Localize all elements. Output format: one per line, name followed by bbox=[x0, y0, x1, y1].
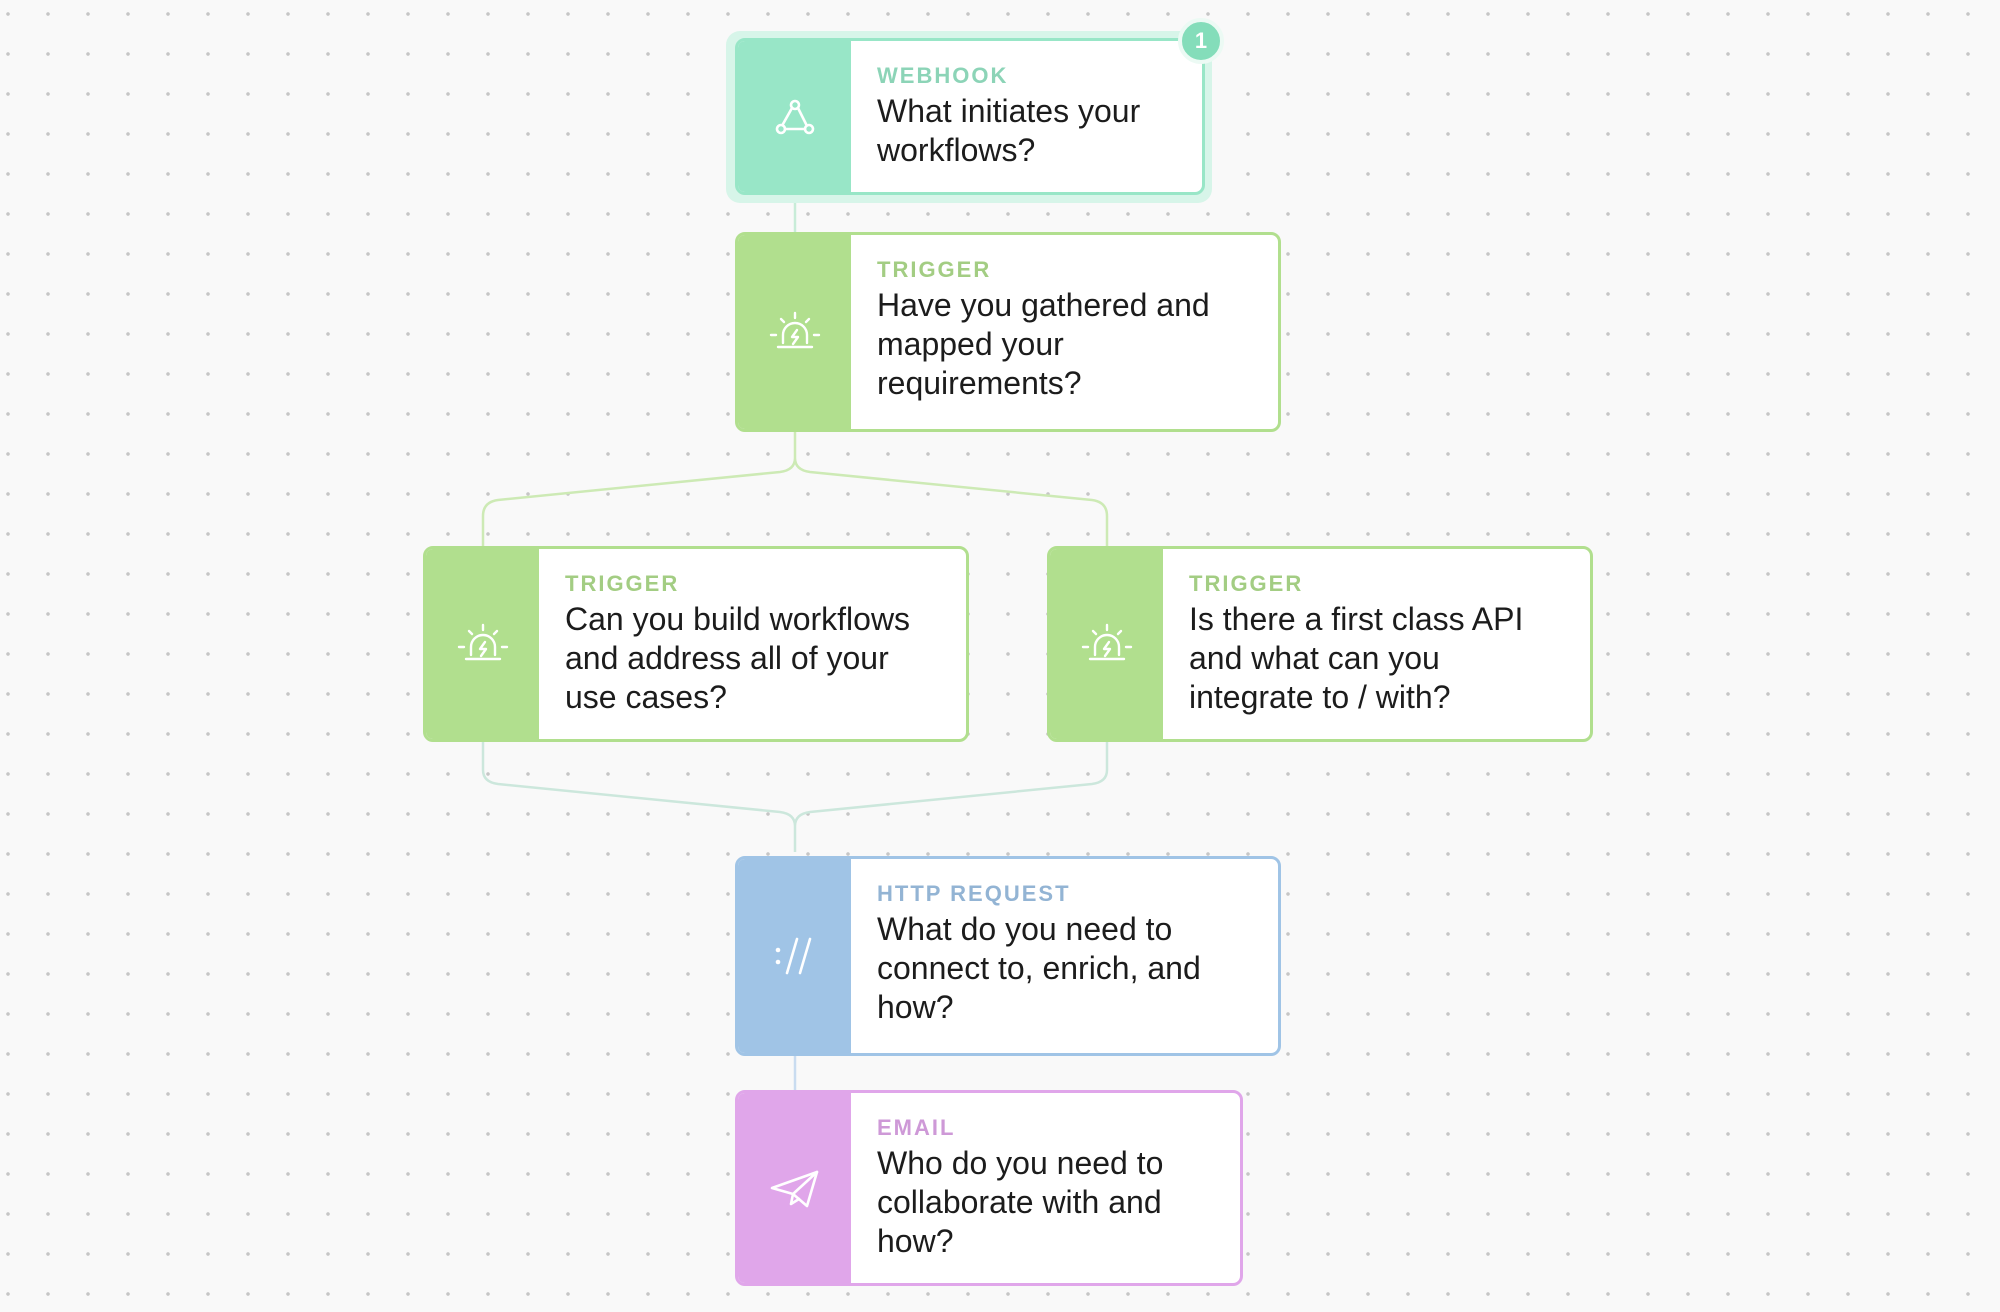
siren-icon-panel bbox=[426, 549, 539, 739]
siren-icon bbox=[769, 311, 820, 349]
http-request-node[interactable]: HTTP REQUEST What do you need to connect… bbox=[735, 856, 1281, 1056]
node-question: What do you need to connect to, enrich, … bbox=[877, 911, 1201, 1025]
node-question: Can you build workflows and address all … bbox=[565, 601, 911, 715]
http-icon-panel bbox=[738, 859, 851, 1053]
siren-icon bbox=[457, 623, 508, 661]
node-question: Who do you need to collaborate with and … bbox=[877, 1145, 1164, 1259]
trigger-requirements-node[interactable]: TRIGGER Have you gathered and mapped you… bbox=[735, 232, 1281, 432]
webhook-node[interactable]: WEBHOOK What initiates your workflows? bbox=[735, 38, 1205, 195]
trigger-api-node[interactable]: TRIGGER Is there a first class API and w… bbox=[1047, 546, 1593, 742]
webhook-icon-panel bbox=[738, 41, 851, 192]
node-type-label: TRIGGER bbox=[877, 257, 992, 282]
siren-icon-panel bbox=[738, 235, 851, 429]
email-icon-panel bbox=[738, 1093, 851, 1283]
node-type-label: EMAIL bbox=[877, 1115, 956, 1140]
node-question: Have you gathered and mapped your requir… bbox=[877, 287, 1210, 401]
paper-plane-icon bbox=[770, 1170, 818, 1208]
count-badge: 1 bbox=[1178, 18, 1224, 64]
node-type-label: WEBHOOK bbox=[877, 63, 1009, 88]
http-slashes-icon bbox=[775, 937, 811, 975]
node-type-label: HTTP REQUEST bbox=[877, 881, 1071, 906]
email-node[interactable]: EMAIL Who do you need to collaborate wit… bbox=[735, 1090, 1243, 1286]
siren-icon-panel bbox=[1050, 549, 1163, 739]
webhook-icon bbox=[775, 99, 814, 134]
node-question: What initiates your workflows? bbox=[877, 93, 1141, 168]
connector-merge-to-http bbox=[481, 742, 1109, 852]
siren-icon bbox=[1081, 623, 1132, 661]
trigger-use-cases-node[interactable]: TRIGGER Can you build workflows and addr… bbox=[423, 546, 969, 742]
connector-trigger-split bbox=[481, 432, 1109, 546]
node-type-label: TRIGGER bbox=[1189, 571, 1304, 596]
node-type-label: TRIGGER bbox=[565, 571, 680, 596]
node-question: Is there a first class API and what can … bbox=[1189, 601, 1524, 715]
